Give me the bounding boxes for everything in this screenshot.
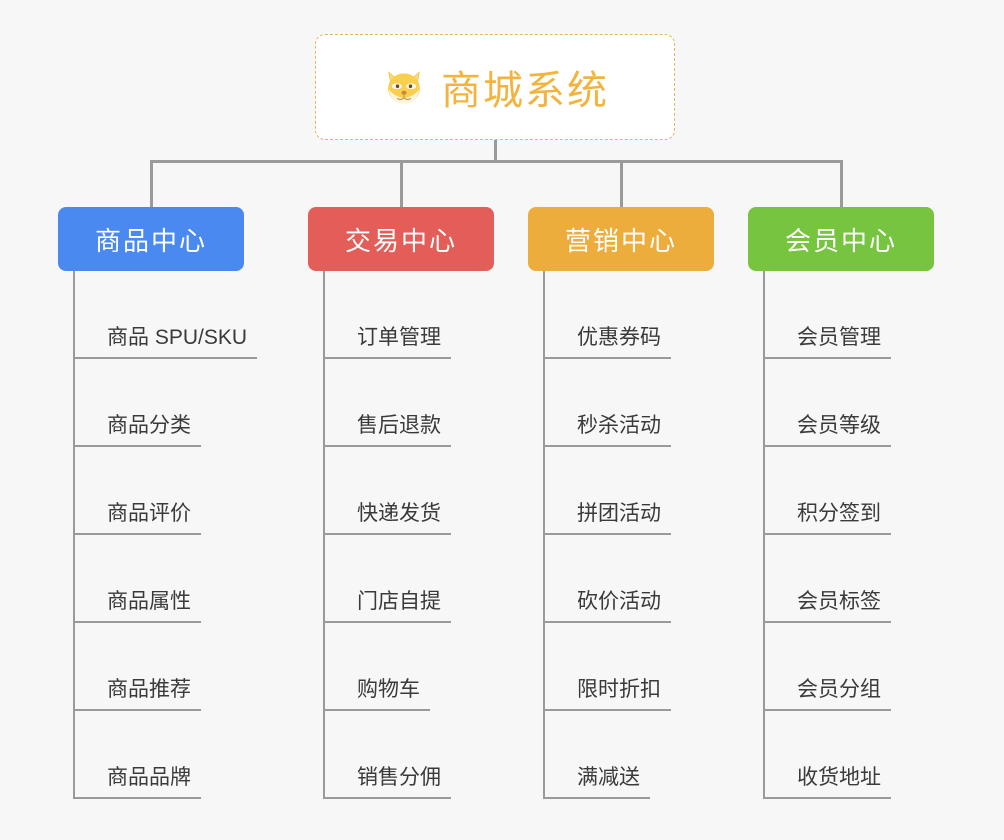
leaf-item[interactable]: 快递发货 — [325, 447, 451, 535]
leaf-item-label: 收货地址 — [765, 765, 891, 799]
root-node[interactable]: 商城系统 — [315, 34, 675, 140]
leaf-item-label: 砍价活动 — [545, 589, 671, 623]
branch-box-会员中心[interactable]: 会员中心 — [748, 207, 934, 271]
leaf-item[interactable]: 商品推荐 — [75, 623, 201, 711]
root-stem — [494, 140, 497, 163]
branch-box-商品中心[interactable]: 商品中心 — [58, 207, 244, 271]
leaf-item[interactable]: 购物车 — [325, 623, 430, 711]
leaf-item[interactable]: 会员管理 — [765, 271, 891, 359]
leaf-item[interactable]: 满减送 — [545, 711, 650, 799]
branch-label: 交易中心 — [344, 225, 457, 256]
leaf-item-label: 商品推荐 — [75, 677, 201, 711]
leaf-item[interactable]: 会员标签 — [765, 535, 891, 623]
leaf-item[interactable]: 砍价活动 — [545, 535, 671, 623]
branch-label: 会员中心 — [784, 225, 897, 256]
leaf-item[interactable]: 秒杀活动 — [545, 359, 671, 447]
leaf-item-label: 积分签到 — [765, 501, 891, 535]
leaf-item[interactable]: 售后退款 — [325, 359, 451, 447]
leaf-item[interactable]: 门店自提 — [325, 535, 451, 623]
branch-drop-3 — [840, 160, 843, 210]
leaf-item[interactable]: 收货地址 — [765, 711, 891, 799]
leaf-item[interactable]: 商品评价 — [75, 447, 201, 535]
leaf-item[interactable]: 会员分组 — [765, 623, 891, 711]
leaf-item-label: 售后退款 — [325, 413, 451, 447]
leaf-item-label: 秒杀活动 — [545, 413, 671, 447]
branch-drop-0 — [150, 160, 153, 210]
leaf-item[interactable]: 商品分类 — [75, 359, 201, 447]
leaf-item-label: 限时折扣 — [545, 677, 671, 711]
leaf-item[interactable]: 会员等级 — [765, 359, 891, 447]
leaf-item-label: 会员标签 — [765, 589, 891, 623]
leaf-spine — [323, 271, 325, 799]
branch-label: 营销中心 — [564, 225, 677, 256]
leaf-item[interactable]: 商品品牌 — [75, 711, 201, 799]
leaf-spine — [763, 271, 765, 799]
leaf-item-label: 优惠券码 — [545, 325, 671, 359]
root-label: 商城系统 — [441, 69, 609, 113]
leaf-spine — [73, 271, 75, 799]
leaf-item-label: 购物车 — [325, 677, 430, 711]
branch-box-营销中心[interactable]: 营销中心 — [528, 207, 714, 271]
leaf-item-label: 商品品牌 — [75, 765, 201, 799]
leaf-spine — [543, 271, 545, 799]
leaf-item-label: 商品评价 — [75, 501, 201, 535]
leaf-item-label: 商品分类 — [75, 413, 201, 447]
leaf-item-label: 商品 SPU/SKU — [75, 325, 258, 359]
branch-drop-2 — [620, 160, 623, 210]
leaf-item-label: 快递发货 — [325, 501, 451, 535]
leaf-item-label: 满减送 — [545, 765, 650, 799]
leaf-item[interactable]: 积分签到 — [765, 447, 891, 535]
branch-bus — [150, 160, 843, 163]
leaf-item[interactable]: 限时折扣 — [545, 623, 671, 711]
leaf-item-label: 会员等级 — [765, 413, 891, 447]
leaf-item-label: 拼团活动 — [545, 501, 671, 535]
leaf-item[interactable]: 订单管理 — [325, 271, 451, 359]
leaf-item-label: 销售分佣 — [325, 765, 451, 799]
leaf-item-label: 订单管理 — [325, 325, 451, 359]
leaf-item-label: 商品属性 — [75, 589, 201, 623]
leaf-item[interactable]: 销售分佣 — [325, 711, 451, 799]
shiba-inu-icon — [381, 64, 427, 110]
branch-drop-1 — [400, 160, 403, 210]
leaf-item[interactable]: 优惠券码 — [545, 271, 671, 359]
branch-label: 商品中心 — [94, 225, 207, 256]
leaf-item[interactable]: 商品属性 — [75, 535, 201, 623]
leaf-item[interactable]: 拼团活动 — [545, 447, 671, 535]
branch-box-交易中心[interactable]: 交易中心 — [308, 207, 494, 271]
leaf-item-label: 会员分组 — [765, 677, 891, 711]
leaf-item-label: 会员管理 — [765, 325, 891, 359]
leaf-item[interactable]: 商品 SPU/SKU — [75, 271, 258, 359]
leaf-item-label: 门店自提 — [325, 589, 451, 623]
